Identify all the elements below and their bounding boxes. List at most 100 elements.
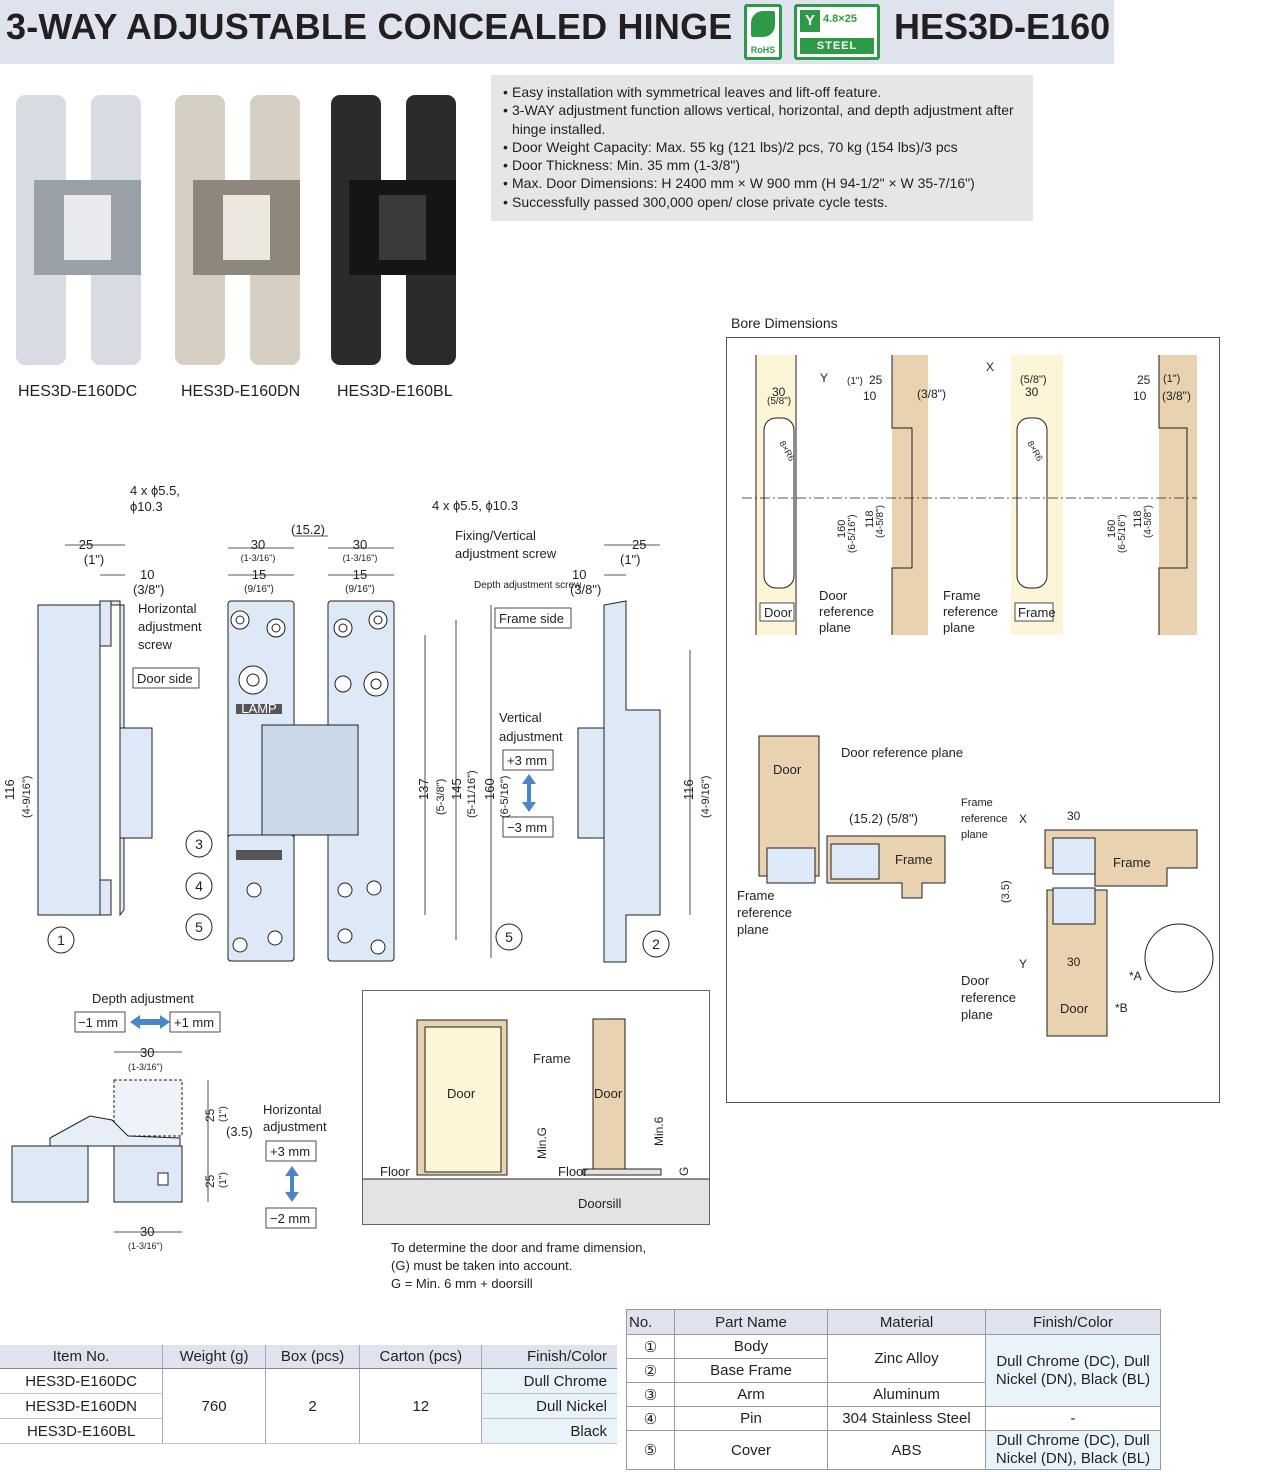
floor-diagram-svg: Door Door Frame Floor Floor Doorsill Min…: [363, 991, 709, 1211]
dim-1-inch: (1"): [1163, 373, 1180, 385]
frame-ref-label: Frame: [737, 888, 775, 903]
dimension-note: To determine the door and frame dimensio…: [391, 1239, 646, 1293]
door-label: Door: [764, 605, 793, 620]
hinge-arm: [261, 724, 359, 836]
table-row: ④ Pin 304 Stainless Steel -: [626, 1406, 1161, 1431]
finish-cell: Dull Chrome (DC), Dull Nickel (DN), Blac…: [985, 1430, 1161, 1470]
material: 304 Stainless Steel: [827, 1406, 986, 1431]
steel-screw-badge: Y 4.8×25 STEEL: [794, 4, 880, 60]
rohs-label: RoHS: [750, 45, 776, 55]
product-photo-dn: [175, 95, 318, 365]
item-no: HES3D-E160DN: [0, 1393, 163, 1419]
bore-title: Bore Dimensions: [731, 315, 838, 331]
part-name: Body: [674, 1334, 828, 1359]
horizontal-plus: +3 mm: [270, 1144, 310, 1159]
title-band: [0, 0, 1114, 64]
material: ABS: [827, 1430, 986, 1470]
fixing-screw-label: Fixing/Vertical: [455, 528, 536, 543]
dim-25-inch: (1"): [218, 1172, 229, 1188]
product-photo-bl: [331, 95, 474, 365]
callout-holes-left-2: ϕ10.3: [130, 499, 163, 514]
rohs-badge: RoHS: [744, 4, 782, 60]
dim-10-inch: (3/8"): [133, 582, 164, 597]
frame-label: Frame: [1018, 605, 1056, 620]
vertical-minus: −3 mm: [507, 820, 547, 835]
dim-116-inch: (4-9/16"): [21, 776, 33, 818]
horizontal-screw-label: adjustment: [138, 619, 202, 634]
dim-160: 160: [836, 520, 848, 538]
dim-116-inch: (4-9/16"): [700, 776, 712, 818]
door-ref-label: Door: [819, 588, 848, 603]
box-qty: 2: [264, 1368, 360, 1444]
dim-5-8: (5/8"): [767, 396, 791, 407]
table-header: Item No.: [0, 1345, 163, 1369]
product-code: HES3D-E160DC: [18, 383, 138, 400]
carton-qty: 12: [359, 1368, 482, 1444]
finish: Dull Chrome (DC), Dull: [996, 1352, 1150, 1370]
dim-145: 145: [449, 778, 464, 800]
dim-15-inch: (9/16"): [244, 584, 274, 595]
finish: -: [985, 1406, 1161, 1431]
dim-30: 30: [1067, 955, 1081, 969]
door-ref-label: reference: [819, 604, 874, 619]
door-label: Door: [594, 1086, 623, 1101]
part-number: 5: [505, 929, 513, 945]
doorsill-label: Doorsill: [578, 1196, 621, 1211]
dim-30: 30: [1067, 809, 1081, 823]
product-code: HES3D-E160DN: [181, 383, 301, 400]
dim-10: 10: [863, 389, 877, 403]
dim-15: 15: [353, 567, 367, 582]
table-row: HES3D-E160DC 760 2 12 Dull Chrome: [0, 1368, 617, 1444]
dim-25: 25: [79, 537, 93, 552]
axis-y: Y: [1019, 957, 1027, 971]
callout-holes-left: 4 x ϕ5.5,: [130, 483, 180, 498]
frame-ref-label: Frame: [961, 797, 993, 809]
product-code: HES3D-E160BL: [337, 383, 453, 400]
horizontal-screw-label: Horizontal: [138, 601, 197, 616]
frame-ref-label: reference: [943, 604, 998, 619]
depth-title: Depth adjustment: [92, 991, 194, 1006]
table-header: Part Name: [674, 1309, 828, 1335]
part-name: Cover: [674, 1430, 828, 1470]
finish-cell: Dull Chrome (DC), Dull Nickel (DN), Blac…: [985, 1334, 1161, 1407]
material: Aluminum: [827, 1382, 986, 1407]
table-header-row: No. Part Name Material Finish/Color: [626, 1309, 1161, 1335]
vertical-adj-label: adjustment: [499, 729, 563, 744]
axis-x: X: [986, 360, 994, 374]
door-label: Door: [773, 762, 802, 777]
part-number: 3: [195, 836, 203, 852]
frame-ref-label: plane: [737, 922, 769, 937]
lamp-mark: LAMP: [241, 701, 276, 716]
dim-30-inch: (1-3/16"): [128, 1241, 163, 1251]
page-title: 3-WAY ADJUSTABLE CONCEALED HINGE: [6, 6, 733, 47]
frame-label: Frame: [533, 1051, 571, 1066]
dim-25-inch: (1"): [218, 1106, 229, 1122]
hinge-body: [349, 180, 456, 275]
feature-item: Door Weight Capacity: Max. 55 kg (121 lb…: [503, 138, 1033, 157]
hinge-body: [34, 180, 141, 275]
part-name: Pin: [674, 1406, 828, 1431]
material: Zinc Alloy: [827, 1334, 986, 1383]
dim-145-inch: (5-11/16"): [466, 770, 478, 818]
item-no: HES3D-E160DC: [0, 1368, 163, 1394]
table-header: Material: [827, 1309, 986, 1335]
dim-137: 137: [416, 778, 431, 800]
dim-137-inch: (5-3/8"): [435, 779, 447, 815]
table-row: HES3D-E160BL Black: [0, 1418, 617, 1444]
dim-10: 10: [572, 567, 586, 582]
horizontal-adj-label: adjustment: [263, 1119, 327, 1134]
frame-label: Frame: [895, 852, 933, 867]
dim-30-inch: (1-3/16"): [241, 553, 276, 563]
feature-item: Door Thickness: Min. 35 mm (1-3/8"): [503, 156, 1033, 175]
dim-10: 10: [1133, 389, 1147, 403]
item-table: Item No. Weight (g) Box (pcs) Carton (pc…: [0, 1345, 617, 1444]
dim-10: 10: [140, 567, 154, 582]
door-label: Door: [1060, 1001, 1089, 1016]
table-header-row: Item No. Weight (g) Box (pcs) Carton (pc…: [0, 1345, 617, 1369]
feature-box: Easy installation with symmetrical leave…: [491, 75, 1033, 221]
min-g-label: Min.G: [535, 1127, 549, 1159]
bore-diagram-svg: Y X 30 (5/8") 30 (5/8") 25 (1") 10 (3/8"…: [737, 355, 1214, 1037]
dim-160: 160: [1106, 520, 1118, 538]
dim-116: 116: [681, 779, 696, 800]
part-no: ⑤: [626, 1430, 675, 1470]
